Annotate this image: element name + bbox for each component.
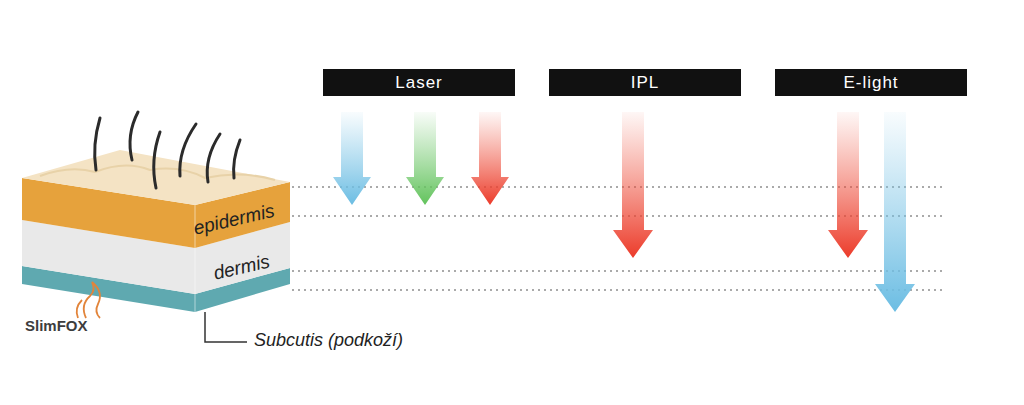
depth-line: [292, 270, 945, 272]
red-arrow: [471, 112, 509, 205]
red-arrow: [613, 112, 653, 258]
leader-line: [205, 312, 247, 342]
hairs: [95, 112, 240, 188]
blue-arrow: [333, 112, 371, 205]
blue-arrow: [875, 112, 915, 312]
penetration-arrows: [333, 112, 915, 312]
red-arrow: [828, 112, 868, 258]
flame-stroke: [84, 282, 100, 318]
header-text: IPL: [631, 74, 660, 91]
hair: [180, 124, 196, 176]
method-header: E-light: [775, 69, 967, 96]
hair: [207, 134, 220, 182]
label-text: SlimFOX: [25, 317, 88, 334]
logo-flame: [77, 282, 100, 318]
green-arrow: [406, 112, 444, 205]
hair: [234, 140, 240, 178]
flame-stroke: [77, 300, 82, 318]
layer-label: Subcutis (podkoží): [254, 331, 403, 351]
depth-line: [292, 289, 945, 291]
method-header: IPL: [549, 69, 741, 96]
hair: [95, 118, 100, 170]
header-text: Laser: [395, 74, 443, 91]
hair: [154, 132, 160, 188]
skin-surface: [22, 150, 290, 205]
label-text: Subcutis (podkoží): [254, 330, 403, 350]
logo-text: SlimFOX: [25, 318, 88, 335]
skin-block: [22, 112, 290, 312]
header-text: E-light: [843, 74, 898, 91]
hair: [130, 112, 138, 160]
surface-texture: [40, 165, 275, 180]
method-header: Laser: [323, 69, 515, 96]
